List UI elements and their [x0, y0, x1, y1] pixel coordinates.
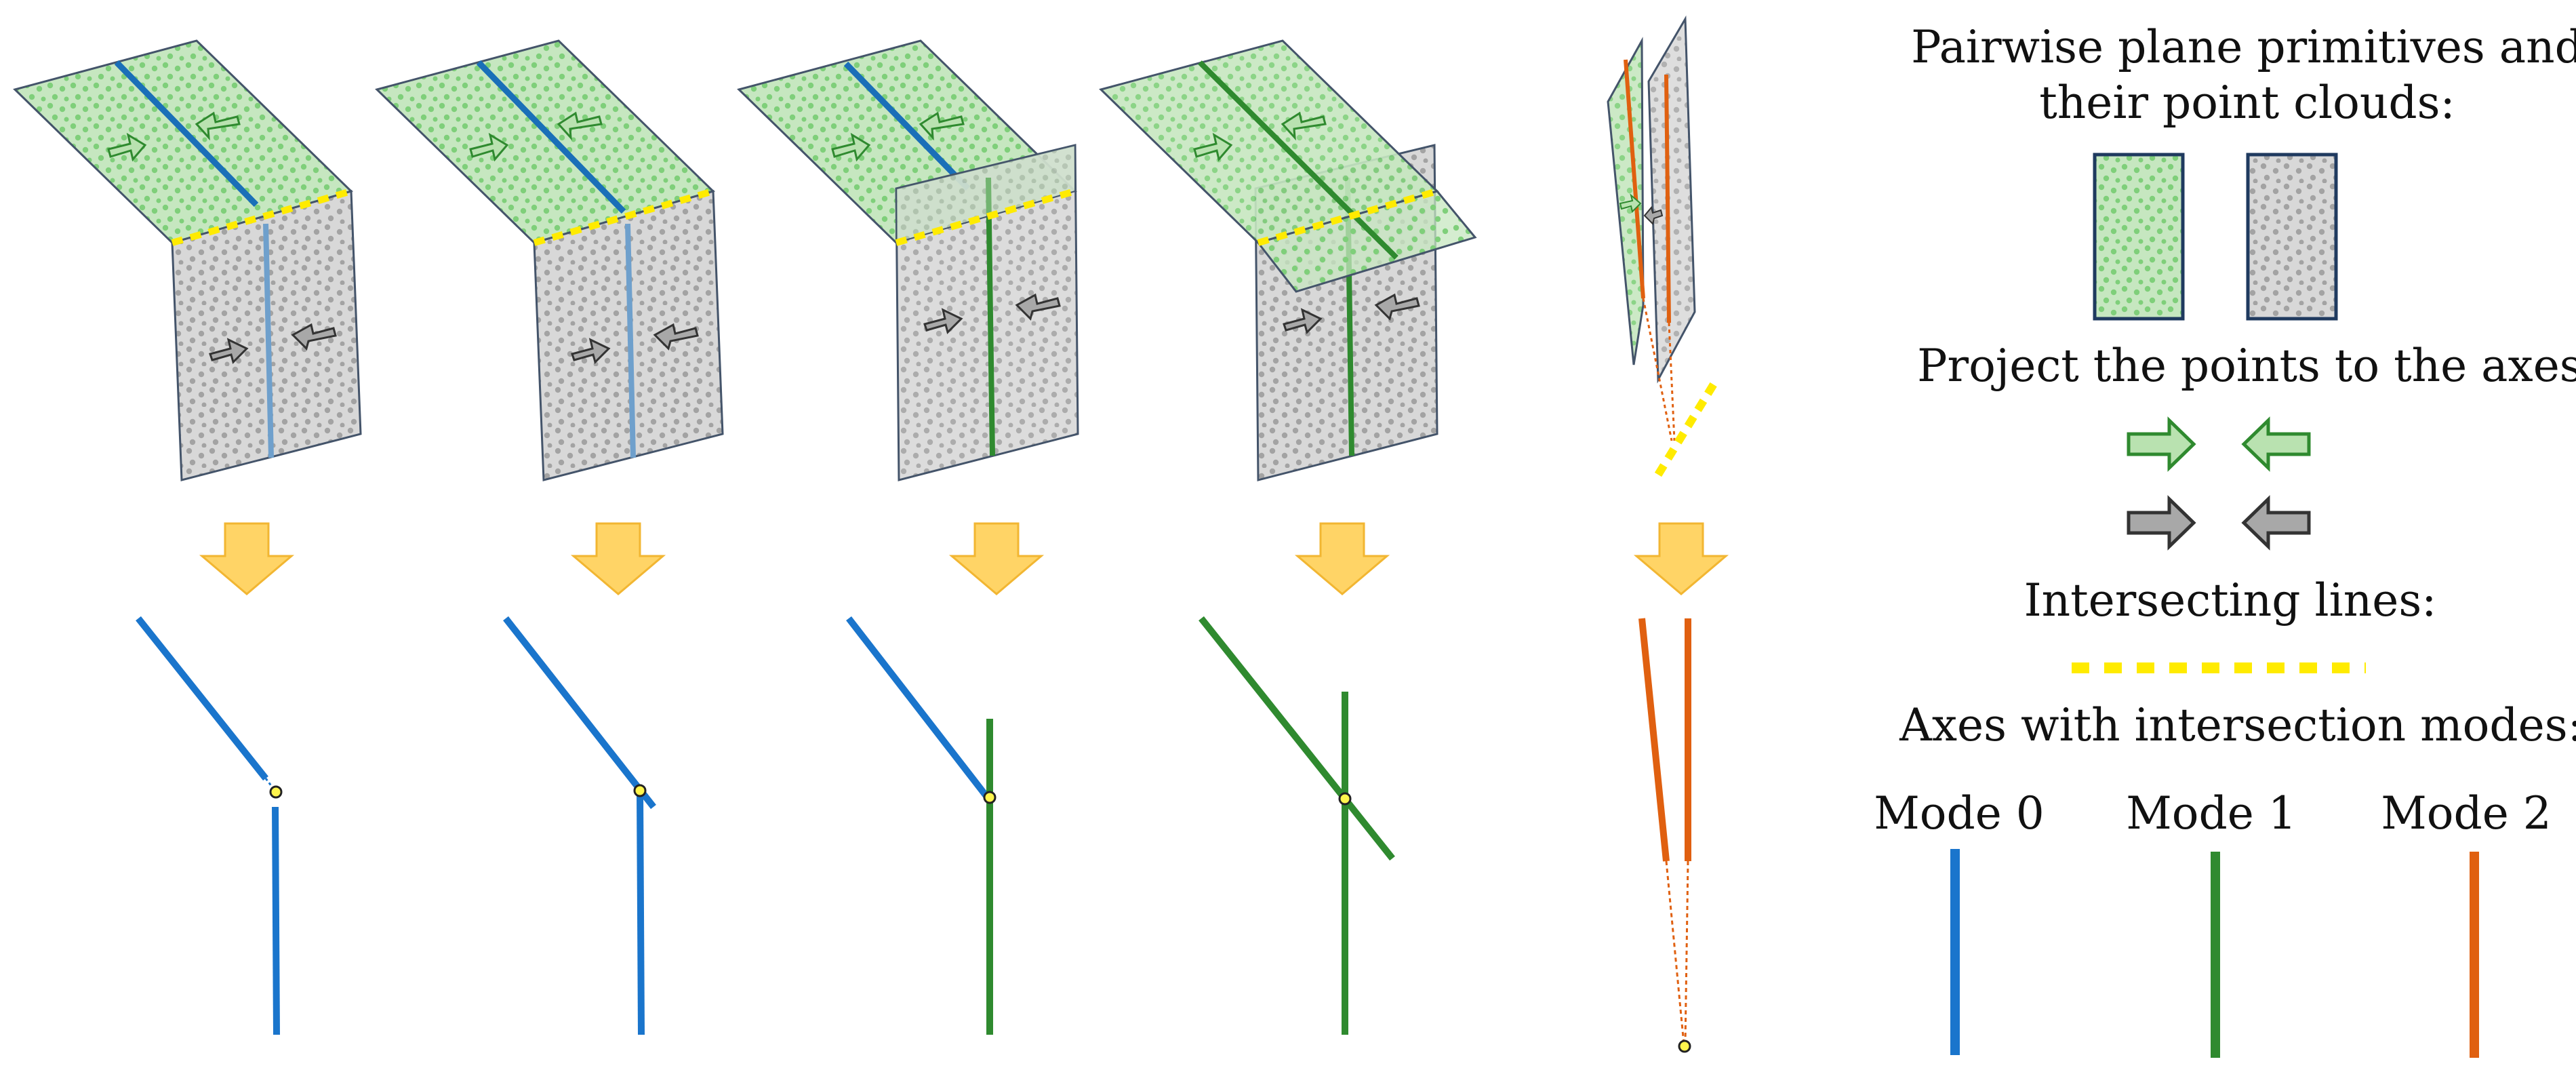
- panel-1-green-arrow-left: [195, 111, 241, 141]
- legend-gray-cloud-swatch: [2246, 153, 2338, 321]
- panel-2-down-arrow: [570, 522, 666, 595]
- legend-mode-0-label: Mode 0: [1874, 787, 2045, 839]
- panel-3-down-arrow: [948, 522, 1045, 595]
- legend-title-line2: their point clouds:: [2039, 77, 2455, 129]
- panel-1-green-arrow-right: [107, 132, 147, 162]
- legend-intersect-label: Intersecting lines:: [2024, 574, 2437, 627]
- legend-gray-arrow-right: [2127, 495, 2196, 551]
- panel-4-axis-a: [1199, 616, 1395, 861]
- panel-5-down-arrow: [1633, 522, 1729, 595]
- panel-4-green-arrow-right: [1193, 132, 1233, 162]
- legend-green-cloud-swatch: [2093, 153, 2185, 321]
- panel-5: [1607, 15, 1729, 1053]
- panel-5-intersection-line: [1654, 377, 1720, 477]
- panel-3-gray-arrow-left: [1015, 293, 1061, 321]
- panel-5-axis-a-extension: [1665, 860, 1685, 1045]
- panel-3-axis-a: [846, 616, 991, 801]
- panel-4-green-axis: [1198, 60, 1398, 260]
- panel-5-intersection-point: [1678, 1039, 1691, 1053]
- panel-1-intersection-point: [269, 785, 283, 799]
- panel-3-green-arrow-left: [919, 111, 965, 141]
- panel-2: [375, 39, 724, 1035]
- panel-4-down-arrow: [1294, 522, 1390, 595]
- panel-1-green-axis: [114, 60, 259, 207]
- panel-3-intersection-line: [895, 188, 1076, 246]
- legend-green-arrow-left: [2241, 416, 2311, 472]
- panel-2-axis-a: [503, 616, 656, 810]
- panel-1-gray-axis: [263, 223, 274, 458]
- panel-2-axis-b: [637, 791, 645, 1035]
- panel-2-green-axis: [476, 60, 626, 214]
- panel-1: [13, 39, 362, 1035]
- panel-3-gray-arrow-right: [923, 308, 963, 334]
- panel-3-green-axis: [843, 61, 971, 191]
- panel-2-green-arrow-right: [469, 132, 509, 162]
- panel-3: [737, 39, 1079, 1035]
- panel-3-intersection-point: [983, 791, 997, 804]
- panel-4-green-arrow-left: [1281, 111, 1327, 141]
- panel-5-gray-plane: [1647, 15, 1696, 384]
- panel-3-green-overlap: [895, 144, 1076, 244]
- panel-2-gray-arrow-right: [571, 338, 611, 364]
- panel-4: [1099, 39, 1477, 1035]
- panel-5-axis-b-extension: [1684, 860, 1689, 1045]
- panel-3-gray-axis: [986, 177, 995, 456]
- legend-project-label: Project the points to the axes:: [1917, 340, 2576, 392]
- panel-5-axis-a: [1638, 618, 1670, 862]
- legend: Pairwise plane primitives and their poin…: [1874, 21, 2576, 1058]
- panel-5-orange-axis-b: [1664, 74, 1671, 323]
- legend-mode-1-label: Mode 1: [2126, 787, 2297, 839]
- legend-title-line1: Pairwise plane primitives and: [1911, 21, 2576, 73]
- panel-4-gray-arrow-right: [1283, 308, 1323, 334]
- panel-5-green-arrow: [1619, 193, 1642, 213]
- panel-4-intersection-line: [1257, 188, 1438, 246]
- panel-1-gray-arrow-left: [291, 323, 337, 351]
- panel-3-green-arrow-right: [831, 132, 871, 162]
- panel-2-intersection-line: [533, 188, 715, 246]
- panel-1-intersection-line: [171, 188, 353, 246]
- panel-1-axis-a: [136, 616, 268, 781]
- panel-5-gray-arrow: [1643, 205, 1664, 225]
- panel-1-down-arrow: [199, 522, 295, 595]
- panel-4-gray-arrow-left: [1374, 293, 1420, 321]
- legend-mode-2-label: Mode 2: [2381, 787, 2552, 839]
- legend-axes-label: Axes with intersection modes:: [1899, 699, 2576, 751]
- panel-4-intersection-point: [1338, 792, 1352, 806]
- panel-1-gray-arrow-right: [209, 338, 249, 364]
- panel-2-gray-axis: [625, 223, 636, 458]
- panel-5-orange-axis-a: [1624, 59, 1645, 299]
- legend-green-arrow-right: [2127, 416, 2196, 472]
- panel-1-axis-b: [272, 806, 280, 1035]
- panel-2-green-arrow-left: [557, 111, 603, 141]
- panel-2-intersection-point: [633, 784, 647, 797]
- legend-gray-arrow-left: [2241, 495, 2311, 551]
- panel-2-gray-arrow-left: [653, 323, 699, 351]
